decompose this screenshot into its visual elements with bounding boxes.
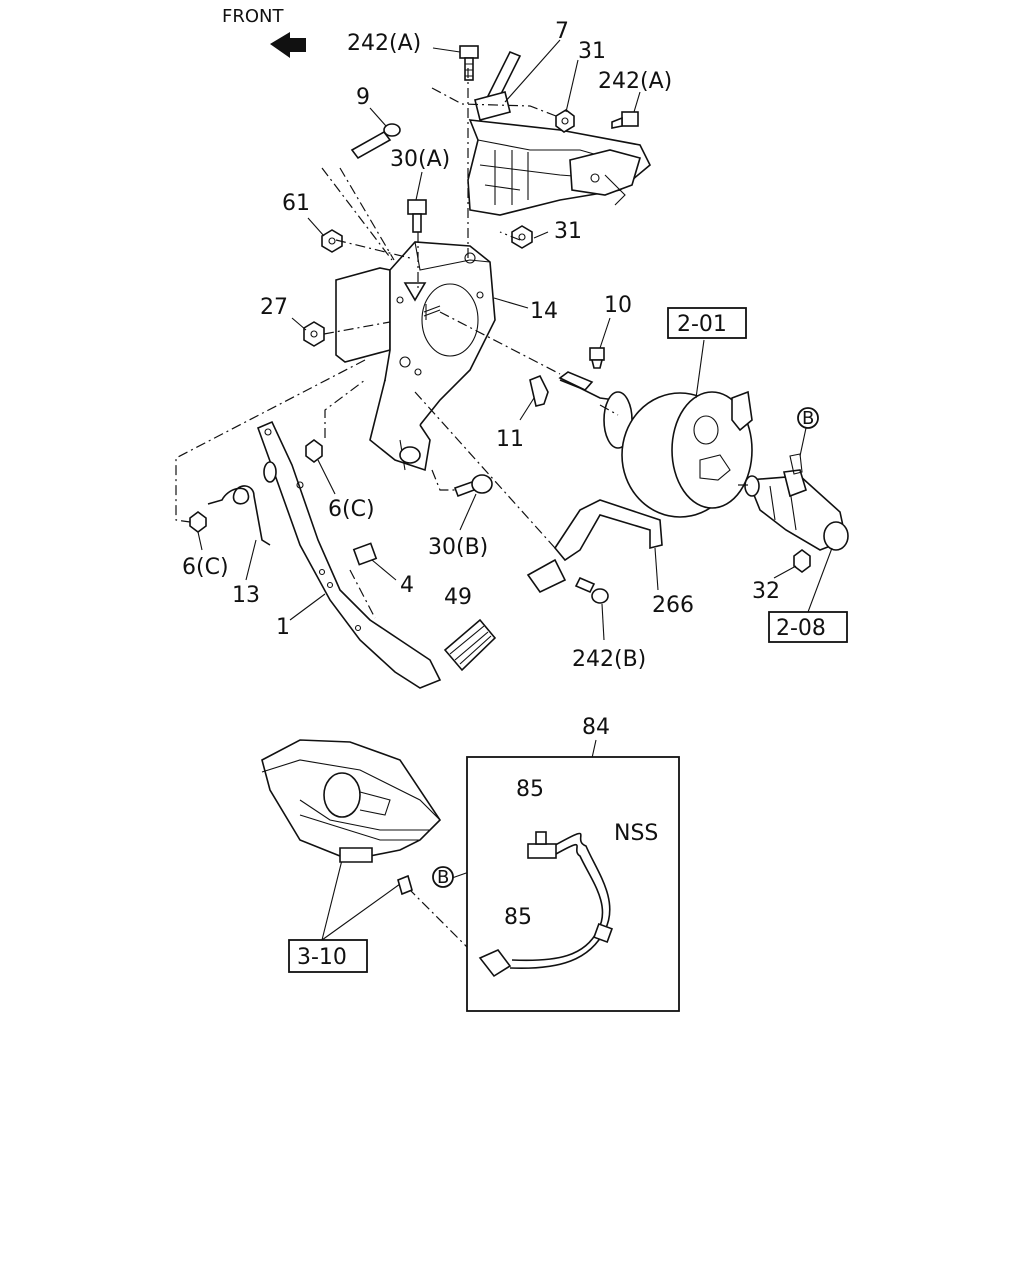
fluid-reservoir: [261, 739, 442, 896]
master-cyl-ref-box: [768, 611, 848, 643]
front-label: FRONT: [222, 6, 284, 27]
label-9: 9: [356, 85, 370, 110]
bracket-stud: [423, 304, 441, 320]
reservoir-ref-box: [288, 939, 368, 973]
brake-hose: [478, 831, 613, 978]
label-14: 14: [530, 299, 558, 324]
clip-11: [529, 374, 549, 407]
pin-9: [350, 123, 401, 160]
nut-31-top: [555, 109, 575, 133]
brake-booster: [558, 371, 753, 518]
part-7-rod: [474, 50, 522, 121]
pedal-bracket-14: [335, 241, 496, 472]
phantom-lines: [175, 68, 748, 957]
label-84: 84: [582, 715, 610, 740]
label-4: 4: [400, 573, 414, 598]
nut-31-mid: [511, 225, 533, 249]
label-242b: 242(B): [572, 647, 646, 672]
connector-b-lower-circle: [432, 866, 454, 888]
nut-27: [303, 321, 325, 347]
label-3-10: 3-10: [297, 945, 347, 970]
label-27: 27: [260, 295, 288, 320]
bolt-30b: [453, 474, 493, 498]
pedal-pad-49: [443, 618, 497, 672]
bolt-30a: [407, 199, 427, 233]
bracket-266: [526, 499, 663, 594]
label-30a: 30(A): [390, 147, 450, 172]
label-32: 32: [752, 579, 780, 604]
label-b-right: B: [802, 408, 814, 429]
label-b-lower: B: [437, 867, 449, 888]
label-11: 11: [496, 427, 524, 452]
label-242a-right: 242(A): [598, 69, 672, 94]
upper-support-bracket: [467, 119, 651, 216]
label-2-08: 2-08: [776, 616, 826, 641]
label-6c-mid: 6(C): [328, 497, 375, 522]
label-242a-top: 242(A): [347, 31, 421, 56]
label-2-01: 2-01: [677, 312, 727, 337]
bolt-242a-right: [611, 111, 639, 129]
label-10: 10: [604, 293, 632, 318]
label-49: 49: [444, 585, 472, 610]
front-arrow-icon: [270, 32, 306, 58]
connector-b-right-circle: [797, 407, 819, 429]
nut-32: [793, 549, 811, 573]
label-nss: NSS: [614, 821, 658, 846]
label-85-top: 85: [516, 777, 544, 802]
label-85-bottom: 85: [504, 905, 532, 930]
label-7: 7: [555, 19, 569, 44]
bolt-242b: [574, 576, 609, 604]
return-spring-13: [207, 461, 277, 546]
nut-61: [321, 229, 343, 253]
bolt-242a-top: [459, 45, 479, 81]
stop-lamp-switch-10: [589, 347, 605, 369]
label-61: 61: [282, 191, 310, 216]
brake-pedal-1: [256, 420, 442, 689]
label-31-top: 31: [578, 39, 606, 64]
nut-6c-mid: [305, 439, 323, 463]
label-31-mid: 31: [554, 219, 582, 244]
nut-6c-left: [189, 511, 207, 533]
label-30b: 30(B): [428, 535, 488, 560]
label-1: 1: [276, 615, 290, 640]
master-cylinder: [744, 453, 849, 551]
booster-ref-box: [667, 307, 747, 339]
label-266: 266: [652, 593, 694, 618]
label-6c-left: 6(C): [182, 555, 229, 580]
label-13: 13: [232, 583, 260, 608]
bushing-4: [352, 542, 378, 566]
